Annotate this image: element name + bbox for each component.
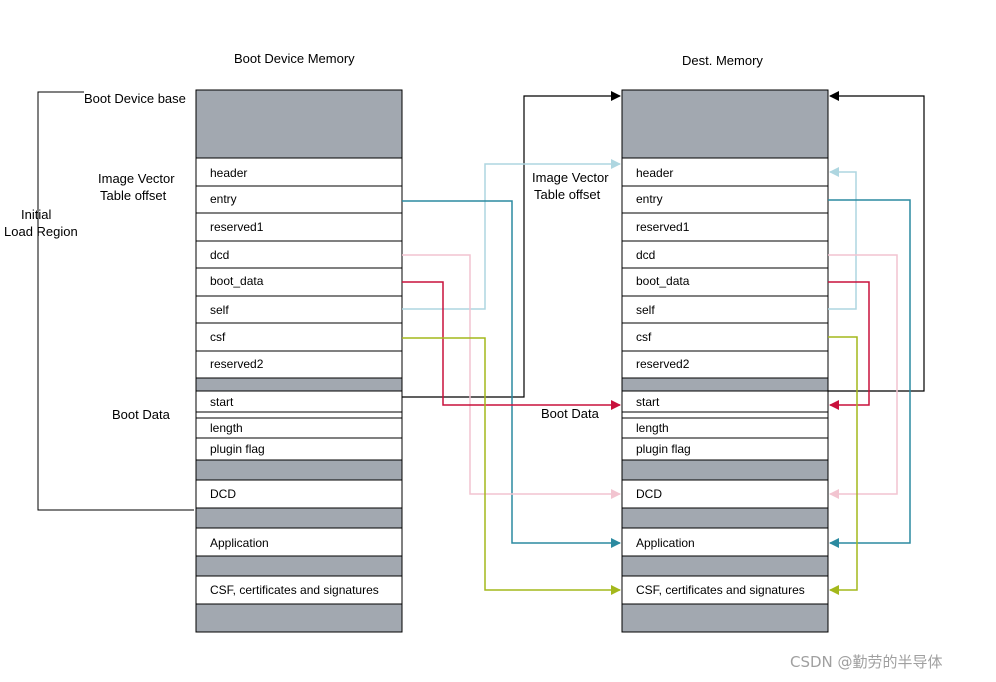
left-cell-application <box>195 527 403 557</box>
right-label-csf: csf <box>636 330 652 344</box>
left-ivt-label-line1: Image Vector <box>98 171 175 186</box>
right-cell-application <box>621 527 829 557</box>
right-ivt-label-line1: Image Vector <box>532 170 609 185</box>
right-label-csf-certs: CSF, certificates and signatures <box>636 583 805 597</box>
left-cell-entry <box>195 185 403 214</box>
left-cell-reserved1 <box>195 212 403 242</box>
right-arrow-csf-to-csf-block <box>828 336 858 595</box>
left-base-block <box>195 89 403 159</box>
right-boot-data-label: Boot Data <box>541 406 600 421</box>
boot-device-memory-title: Boot Device Memory <box>234 51 355 66</box>
left-gap-3 <box>195 507 403 529</box>
right-cell-reserved2 <box>621 350 829 379</box>
pointer-arrows-right <box>828 91 925 595</box>
right-cell-boot-data <box>621 267 829 297</box>
left-cell-csf <box>195 322 403 352</box>
right-label-dcd: dcd <box>636 248 655 262</box>
right-label-application: Application <box>636 536 695 550</box>
right-cell-reserved1 <box>621 212 829 242</box>
left-label-header: header <box>210 166 247 180</box>
left-label-self: self <box>210 303 229 317</box>
left-divider <box>195 411 403 419</box>
boot-device-memory-column: Boot Device Memory header entry reserved… <box>4 51 403 633</box>
right-gap-4 <box>621 555 829 577</box>
left-label-entry: entry <box>210 192 237 206</box>
dest-memory-column: Dest. Memory header entry reserved1 dcd … <box>532 53 829 633</box>
left-label-length: length <box>210 421 243 435</box>
right-gap-1 <box>621 377 829 392</box>
right-label-header: header <box>636 166 673 180</box>
right-base-block <box>621 89 829 159</box>
left-label-dcd: dcd <box>210 248 229 262</box>
right-ivt-label-line2: Table offset <box>534 187 601 202</box>
left-label-csf-certs: CSF, certificates and signatures <box>210 583 379 597</box>
left-label-boot-data: boot_data <box>210 274 264 288</box>
arrow-boot-data-to-start <box>402 281 621 410</box>
right-gap-2 <box>621 459 829 481</box>
left-gap-4 <box>195 555 403 577</box>
pointer-arrows-left <box>402 91 621 595</box>
right-label-start: start <box>636 395 660 409</box>
right-label-self: self <box>636 303 655 317</box>
arrow-self-to-header <box>402 159 621 310</box>
right-cell-self <box>621 295 829 324</box>
right-label-boot-data: boot_data <box>636 274 690 288</box>
right-cell-header <box>621 157 829 187</box>
right-arrow-entry-to-application <box>828 199 911 548</box>
right-arrow-self-to-header <box>828 167 857 310</box>
left-label-application: Application <box>210 536 269 550</box>
left-label-csf: csf <box>210 330 226 344</box>
left-label-dcd-block: DCD <box>210 487 236 501</box>
right-label-plugin-flag: plugin flag <box>636 442 691 456</box>
left-cell-self <box>195 295 403 324</box>
right-label-entry: entry <box>636 192 663 206</box>
right-cell-dcd-block <box>621 479 829 509</box>
arrow-dcd-to-dcd-block <box>402 254 621 499</box>
right-arrow-dcd-to-dcd-block <box>828 254 898 499</box>
initial-load-region-label-line1: Initial <box>21 207 51 222</box>
right-cell-csf <box>621 322 829 352</box>
boot-device-base-label: Boot Device base <box>84 91 186 106</box>
initial-load-region-bracket <box>37 91 194 511</box>
left-boot-data-label: Boot Data <box>112 407 171 422</box>
arrow-entry-to-application <box>402 200 621 548</box>
dest-memory-title: Dest. Memory <box>682 53 763 68</box>
left-label-reserved2: reserved2 <box>210 357 264 371</box>
left-cell-header <box>195 157 403 187</box>
left-cell-dcd-block <box>195 479 403 509</box>
arrow-start-to-dest-base <box>402 91 621 398</box>
left-gap-1 <box>195 377 403 392</box>
right-label-length: length <box>636 421 669 435</box>
left-gap-2 <box>195 459 403 481</box>
left-ivt-label-line2: Table offset <box>100 188 167 203</box>
left-label-reserved1: reserved1 <box>210 220 264 234</box>
left-label-plugin-flag: plugin flag <box>210 442 265 456</box>
right-gap-3 <box>621 507 829 529</box>
right-bottom-block <box>621 603 829 633</box>
right-label-reserved2: reserved2 <box>636 357 690 371</box>
right-label-reserved1: reserved1 <box>636 220 690 234</box>
watermark: CSDN @勤劳的半导体 <box>790 653 943 671</box>
left-bottom-block <box>195 603 403 633</box>
right-divider <box>621 411 829 419</box>
arrow-csf-to-csf-block <box>402 337 621 595</box>
initial-load-region-label-line2: Load Region <box>4 224 78 239</box>
right-label-dcd-block: DCD <box>636 487 662 501</box>
right-arrow-boot-data-to-start <box>828 281 870 410</box>
right-arrow-start-to-base <box>828 91 925 392</box>
left-label-start: start <box>210 395 234 409</box>
